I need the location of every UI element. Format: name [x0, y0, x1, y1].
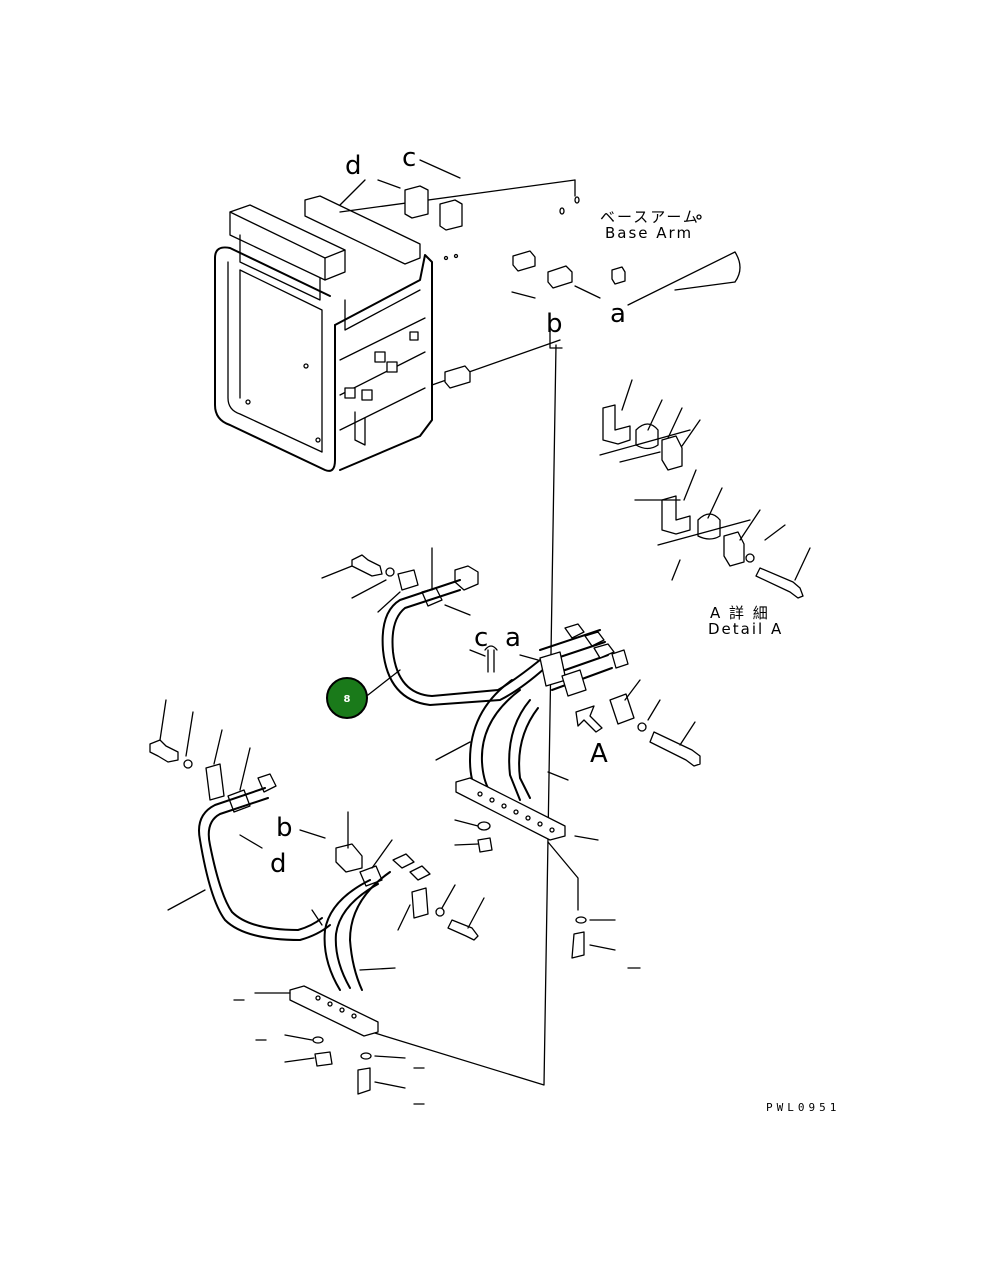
ref-letter-b-low: b — [276, 813, 293, 843]
part-hotspot-8[interactable]: 8 — [326, 669, 401, 719]
ref-letter-a-top: a — [610, 299, 626, 329]
detail-a-label-en: Detail A — [708, 620, 783, 638]
detail-a-label-jp: A 詳 細 — [710, 604, 770, 622]
base-arm-label-en: Base Arm — [605, 224, 693, 242]
ref-letter-a-mid: a — [505, 623, 521, 653]
arrow-a-top — [574, 285, 601, 299]
reference-leader-line — [364, 344, 557, 1086]
lower-tube-assembly — [149, 699, 485, 1105]
ref-letter-b-top: b — [546, 309, 563, 339]
ref-letter-d-top: d — [345, 151, 362, 181]
base-arm-label-jp: ベースアーム — [600, 208, 700, 226]
arrow-b-top — [511, 291, 536, 299]
view-a-label: A — [590, 739, 608, 769]
part-hotspot-8-label: 8 — [344, 694, 351, 705]
ref-letter-c-mid: c — [474, 623, 488, 653]
ref-letter-c-top: c — [402, 143, 416, 173]
bracket-frame-assembly — [214, 159, 741, 472]
ref-letter-d-low: d — [270, 849, 287, 879]
detail-a-assembly — [599, 379, 811, 599]
upper-tube-assembly — [321, 547, 701, 969]
drawing-code: PWL0951 — [766, 1101, 840, 1114]
ref-bracket-b — [549, 329, 563, 349]
